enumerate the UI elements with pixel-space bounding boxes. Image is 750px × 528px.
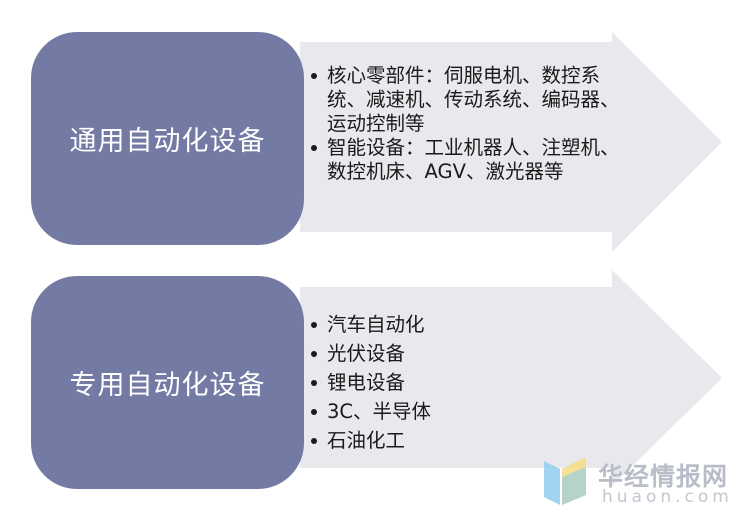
arrow-row-2 xyxy=(300,270,722,486)
list-item: 石油化工 xyxy=(309,426,609,455)
list-item: 智能设备：工业机器人、注塑机、数控机床、AGV、激光器等 xyxy=(309,136,631,184)
list-item: 汽车自动化 xyxy=(309,310,609,339)
huajing-logo-icon xyxy=(544,457,586,505)
category-label-special: 专用自动化设备 xyxy=(69,370,266,401)
list-item: 3C、半导体 xyxy=(309,397,609,426)
list-item: 光伏设备 xyxy=(309,339,609,368)
watermark-chinese: 华经情报网 xyxy=(598,462,729,491)
category-box-special: 专用自动化设备 xyxy=(31,276,304,489)
watermark: 华经情报网 huaon.com xyxy=(540,455,740,511)
list-item: 核心零部件：伺服电机、数控系统、减速机、传动系统、编码器、运动控制等 xyxy=(309,64,631,136)
list-item: 锂电设备 xyxy=(309,368,609,397)
category-box-general: 通用自动化设备 xyxy=(31,32,304,245)
bullet-list-special: 汽车自动化 光伏设备 锂电设备 3C、半导体 石油化工 xyxy=(309,310,609,455)
bullet-list-general: 核心零部件：伺服电机、数控系统、减速机、传动系统、编码器、运动控制等 智能设备：… xyxy=(309,64,631,184)
category-label-general: 通用自动化设备 xyxy=(69,126,266,157)
arrow-row-1 xyxy=(300,32,722,252)
watermark-latin: huaon.com xyxy=(602,487,733,507)
